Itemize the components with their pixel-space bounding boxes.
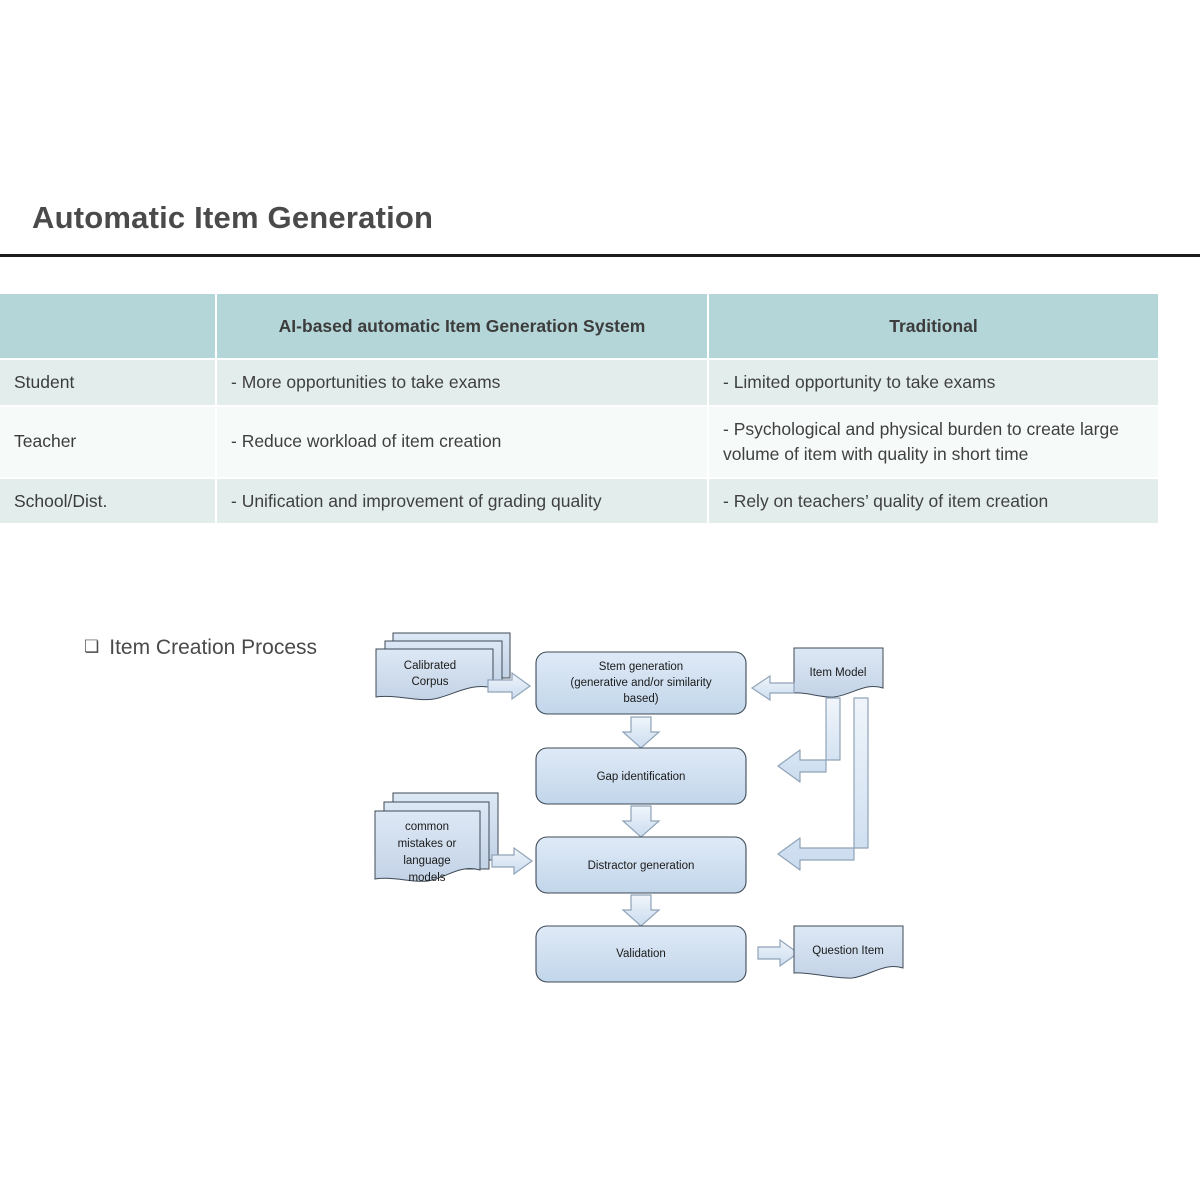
common-mistakes-label-line3: language xyxy=(403,855,450,867)
cell-school-traditional: - Rely on teachers’ quality of item crea… xyxy=(709,478,1158,524)
arrow-itemmodel-to-distractor xyxy=(777,697,869,871)
arrow-corpus-to-stem xyxy=(487,671,532,701)
cell-school-ai: - Unification and improvement of grading… xyxy=(217,478,709,524)
stem-generation-label-line1: Stem generation xyxy=(599,661,683,673)
process-label-text: Item Creation Process xyxy=(109,636,317,659)
stem-generation-node: Stem generation (generative and/or simil… xyxy=(535,651,747,715)
cell-student-ai: - More opportunities to take exams xyxy=(217,360,709,407)
document-front-icon-2 xyxy=(374,810,481,882)
validation-label: Validation xyxy=(616,948,666,960)
gap-identification-node: Gap identification xyxy=(535,747,747,805)
arrow-gap-to-distractor xyxy=(621,805,661,838)
item-creation-flow-diagram: Calibrated Corpus Stem generation (gener… xyxy=(360,620,940,1000)
validation-node: Validation xyxy=(535,925,747,983)
arrow-itemmodel-to-stem xyxy=(750,674,795,702)
table-row: Teacher - Reduce workload of item creati… xyxy=(0,406,1158,479)
calibrated-corpus-node: Calibrated Corpus xyxy=(375,632,511,701)
table-header-ai: AI-based automatic Item Generation Syste… xyxy=(217,294,709,360)
cell-teacher-ai: - Reduce workload of item creation xyxy=(217,406,709,479)
table-header-corner xyxy=(0,294,217,360)
calibrated-corpus-label-line1: Calibrated xyxy=(404,660,456,672)
cell-teacher-traditional: - Psychological and physical burden to c… xyxy=(709,406,1158,479)
distractor-generation-node: Distractor generation xyxy=(535,836,747,894)
distractor-generation-label: Distractor generation xyxy=(588,860,695,872)
item-model-label: Item Model xyxy=(810,667,867,679)
arrow-distractor-to-validation xyxy=(621,894,661,927)
stem-generation-label-line3: based) xyxy=(623,693,658,705)
common-mistakes-label-line2: mistakes or xyxy=(398,838,457,850)
process-bullet: ❏ Item Creation Process xyxy=(84,634,334,662)
page-title: Automatic Item Generation xyxy=(32,200,434,235)
common-mistakes-label-line1: common xyxy=(405,821,449,833)
row-label-student: Student xyxy=(0,360,217,407)
table-row: School/Dist. - Unification and improveme… xyxy=(0,478,1158,524)
question-item-label: Question Item xyxy=(812,945,884,957)
question-item-node: Question Item xyxy=(793,925,904,979)
stem-generation-label-line2: (generative and/or similarity xyxy=(570,677,712,689)
row-label-school: School/Dist. xyxy=(0,478,217,524)
arrow-stem-to-gap xyxy=(621,716,661,749)
empty-square-bullet-icon: ❏ xyxy=(84,637,100,656)
arrow-itemmodel-to-gap xyxy=(777,697,841,783)
title-divider xyxy=(0,254,1200,257)
common-mistakes-node: common mistakes or language models xyxy=(374,792,499,884)
calibrated-corpus-label-line2: Corpus xyxy=(411,676,448,688)
table-header-traditional: Traditional xyxy=(709,294,1158,360)
common-mistakes-label-line4: models xyxy=(408,872,445,884)
item-model-node: Item Model xyxy=(793,647,884,698)
row-label-teacher: Teacher xyxy=(0,406,217,479)
document-front-icon xyxy=(375,648,494,701)
table-header-row: AI-based automatic Item Generation Syste… xyxy=(0,294,1158,360)
cell-student-traditional: - Limited opportunity to take exams xyxy=(709,360,1158,407)
table-row: Student - More opportunities to take exa… xyxy=(0,360,1158,407)
gap-identification-label: Gap identification xyxy=(597,771,686,783)
arrow-mistakes-to-distractor xyxy=(491,846,534,876)
comparison-table: AI-based automatic Item Generation Syste… xyxy=(0,294,1158,524)
arrow-validation-to-question xyxy=(757,938,800,968)
